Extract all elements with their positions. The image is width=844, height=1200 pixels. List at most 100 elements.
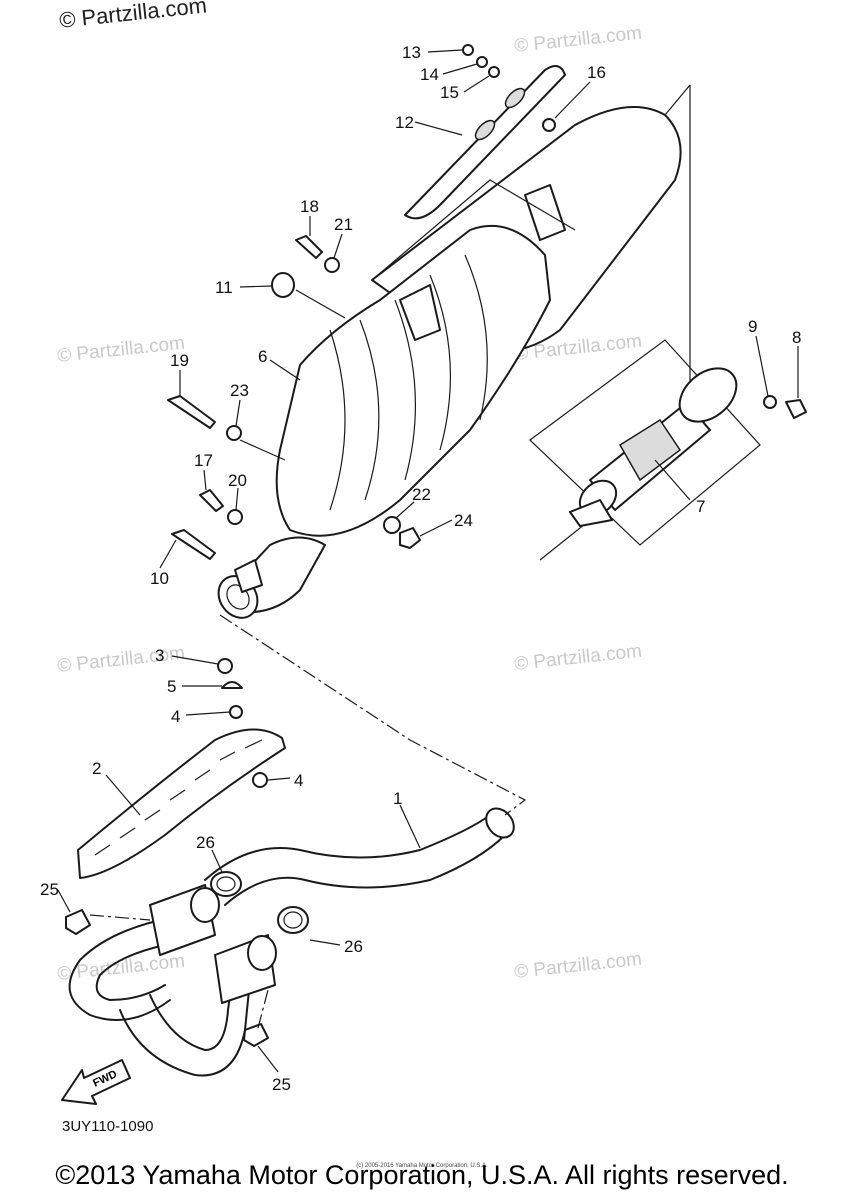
protector-slots (94, 739, 263, 856)
callout-26-lower: 26 (344, 937, 363, 956)
gasket-26-upper (210, 871, 242, 897)
link-line (219, 614, 527, 816)
leader (395, 501, 415, 519)
muffler-assembly (217, 84, 691, 619)
callout-22: 22 (412, 485, 431, 504)
header-pipe-loop (68, 917, 171, 1021)
leader (235, 399, 241, 427)
callout-17: 17 (194, 451, 213, 470)
leader (399, 804, 421, 849)
callout-12: 12 (395, 113, 414, 132)
footer-small: (c) 2005-2016 Yamaha Motor Corporation, … (356, 1163, 488, 1169)
leader (309, 939, 341, 946)
leader (203, 469, 207, 491)
leader (267, 777, 291, 781)
callout-26-upper: 26 (196, 833, 215, 852)
leader (57, 889, 71, 913)
watermark: © Partzilla.com (56, 643, 186, 677)
header-pipe-upper-lower-edge (224, 834, 506, 906)
bolt-3 (217, 658, 233, 674)
callout-5: 5 (167, 677, 176, 696)
leader (239, 285, 273, 288)
gasket-26-lower-inner (283, 911, 303, 929)
baffle-tab (569, 499, 613, 527)
pipe-protector (77, 728, 286, 879)
damper-4-lower (252, 772, 268, 788)
callout-4: 4 (171, 707, 180, 726)
callout-13: 13 (402, 43, 421, 62)
muffler-bracket (234, 559, 263, 593)
leader (442, 63, 478, 75)
callout-3: 3 (155, 646, 164, 665)
header-pipe-lower (119, 979, 251, 1077)
washer-9 (763, 395, 777, 409)
damper-4 (229, 705, 243, 719)
washer-22 (383, 516, 401, 534)
link-line (257, 989, 269, 1029)
washer-21 (324, 257, 340, 273)
protector-plate (404, 65, 566, 220)
leader (333, 233, 343, 259)
port-front (190, 887, 220, 923)
callout-23: 23 (230, 381, 249, 400)
baffle-cone (678, 367, 738, 423)
leader (211, 849, 223, 873)
watermark: © Partzilla.com (513, 949, 643, 983)
baffle-screen (618, 418, 682, 482)
nut-25-lower (243, 1023, 269, 1047)
protector-slot (474, 119, 496, 141)
leader (105, 774, 141, 816)
muffler-heat-shield (275, 224, 551, 537)
callouts: 13 14 15 16 12 18 21 11 6 19 23 17 20 10… (40, 43, 801, 1094)
leader (295, 289, 346, 319)
leader (554, 81, 591, 119)
rear-protector (404, 65, 566, 220)
footer-copyright: ©2013 Yamaha Motor Corporation, U.S.A. A… (55, 1160, 789, 1190)
callout-8: 8 (792, 328, 801, 347)
callout-24: 24 (454, 511, 473, 530)
assembly-lines (89, 614, 527, 1029)
bolt-19 (167, 395, 216, 429)
callout-1: 1 (393, 789, 402, 808)
callout-16: 16 (587, 63, 606, 82)
watermark: © Partzilla.com (513, 23, 643, 57)
fwd-arrow-shape (61, 1059, 131, 1105)
callout-4-lower: 4 (294, 771, 303, 790)
leader (414, 121, 463, 136)
callout-11: 11 (215, 278, 233, 297)
callout-15: 15 (440, 83, 459, 102)
protector-slot (504, 87, 526, 109)
washer-14 (476, 56, 488, 68)
leader (654, 459, 691, 501)
shield-ribs (329, 254, 488, 511)
callout-18: 18 (300, 197, 319, 216)
protector-plate (77, 728, 286, 879)
callout-9: 9 (748, 317, 757, 336)
leader (185, 711, 231, 716)
callout-20: 20 (228, 471, 247, 490)
callout-2: 2 (92, 759, 101, 778)
watermark: © Partzilla.com (56, 333, 186, 367)
leader (755, 335, 769, 397)
link-line (89, 914, 151, 921)
bolt-8 (785, 399, 807, 419)
baffle-assembly (529, 339, 761, 546)
nut-24 (399, 527, 421, 549)
leader (159, 539, 177, 569)
diagram-code: 3UY110-1090 (62, 1118, 154, 1135)
bolt-18 (295, 235, 323, 259)
exhaust-pipe (68, 807, 515, 1077)
gasket-26-lower (277, 906, 309, 934)
callout-25-upper: 25 (40, 880, 59, 899)
bolt-13 (462, 44, 474, 56)
collar-5 (221, 681, 243, 689)
callout-7: 7 (696, 497, 705, 516)
leader (463, 75, 490, 93)
callout-21: 21 (334, 215, 353, 234)
washer-15 (488, 66, 500, 78)
grommet-11 (271, 272, 295, 298)
header-pipe-upper (204, 814, 491, 881)
callout-10: 10 (150, 569, 169, 588)
callout-19: 19 (170, 351, 189, 370)
